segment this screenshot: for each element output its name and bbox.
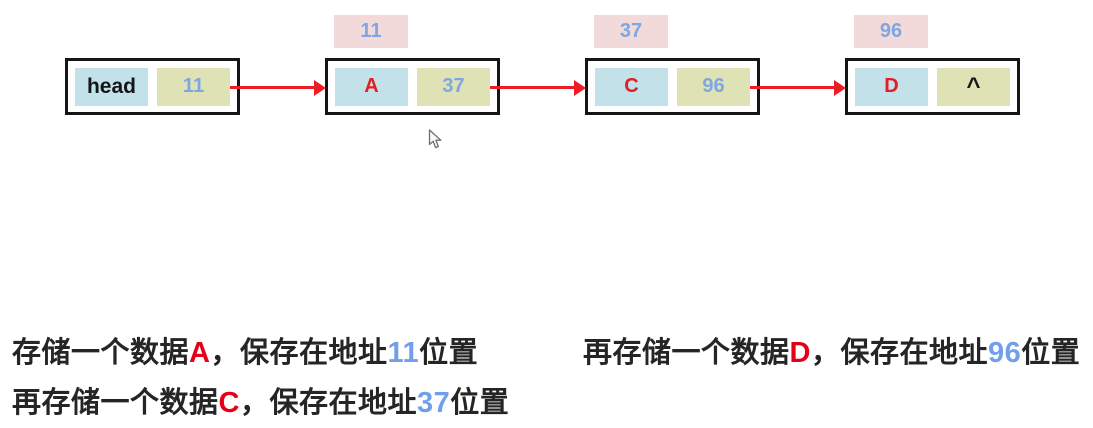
caption-letter: C xyxy=(218,387,240,419)
node-a-address-label: 11 xyxy=(334,15,408,48)
caption-address: 37 xyxy=(416,387,451,419)
node-d: 96 D ^ xyxy=(845,15,1020,115)
caption-text: 再存储一个数据 xyxy=(583,337,790,369)
node-a-data-cell: A xyxy=(335,67,408,106)
head-node: head 11 xyxy=(65,58,240,115)
node-a-box: A 37 xyxy=(325,58,500,115)
mouse-cursor-icon xyxy=(428,129,442,149)
caption-text: ，保存在地址 xyxy=(239,387,417,419)
node-c-address-label: 37 xyxy=(594,15,668,48)
caption-letter: D xyxy=(789,337,811,369)
node-d-null-pointer-cell: ^ xyxy=(937,67,1010,106)
node-d-address-label: 96 xyxy=(854,15,928,48)
node-d-box: D ^ xyxy=(845,58,1020,115)
node-c-box: C 96 xyxy=(585,58,760,115)
caption-letter: A xyxy=(189,337,211,369)
caption-address: 96 xyxy=(987,337,1022,369)
caption-text: 位置 xyxy=(419,337,479,369)
head-label-cell: head xyxy=(75,67,148,106)
caption-address: 11 xyxy=(387,337,420,369)
caption-text: 再存储一个数据 xyxy=(12,387,219,419)
node-a: 11 A 37 xyxy=(325,15,500,115)
caption-store-c: 再存储一个数据C，保存在地址37位置 xyxy=(12,379,509,421)
caption-text: ，保存在地址 xyxy=(810,337,988,369)
caption-text: ，保存在地址 xyxy=(210,337,388,369)
caption-store-d: 再存储一个数据D，保存在地址96位置 xyxy=(583,329,1080,371)
head-pointer-cell: 11 xyxy=(157,67,230,106)
caption-text: 存储一个数据 xyxy=(12,337,190,369)
caption-text: 位置 xyxy=(1021,337,1081,369)
arrow-node-a-to-node-c xyxy=(490,79,586,96)
head-node-box: head 11 xyxy=(65,58,240,115)
node-d-data-cell: D xyxy=(855,67,928,106)
arrow-head-to-node-a xyxy=(230,79,326,96)
arrow-node-c-to-node-d xyxy=(750,79,846,96)
node-c-pointer-cell: 96 xyxy=(677,67,750,106)
node-a-pointer-cell: 37 xyxy=(417,67,490,106)
node-c: 37 C 96 xyxy=(585,15,760,115)
caption-text: 位置 xyxy=(450,387,510,419)
caption-store-a: 存储一个数据A，保存在地址11位置 xyxy=(12,329,478,371)
node-c-data-cell: C xyxy=(595,67,668,106)
